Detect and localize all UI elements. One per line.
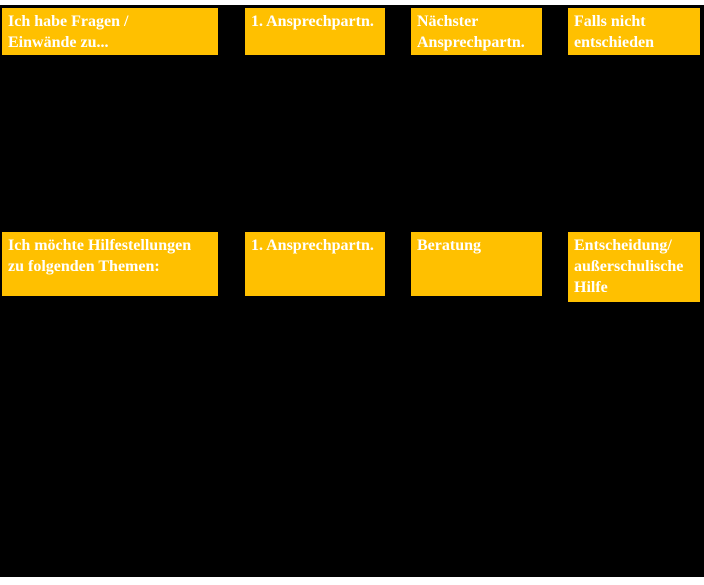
flow-header-questions: Ich habe Fragen / Einwände zu... bbox=[2, 8, 218, 55]
flow-header-help-topics: Ich möchte Hilfestellungen zu folgenden … bbox=[2, 232, 218, 296]
flow-header-first-contact: 1. Ansprechpartn. bbox=[245, 8, 385, 55]
flow-header-decision-external-help: Entscheidung/ außerschulische Hilfe bbox=[568, 232, 700, 302]
flow-header-next-contact: Nächster Ansprechpartn. bbox=[411, 8, 542, 55]
top-margin-strip bbox=[0, 0, 704, 5]
flow-header-first-contact-2: 1. Ansprechpartn. bbox=[245, 232, 385, 296]
flow-header-if-undecided: Falls nicht entschieden bbox=[568, 8, 700, 55]
bottom-margin-strip bbox=[0, 577, 704, 585]
flow-header-consultation: Beratung bbox=[411, 232, 542, 296]
